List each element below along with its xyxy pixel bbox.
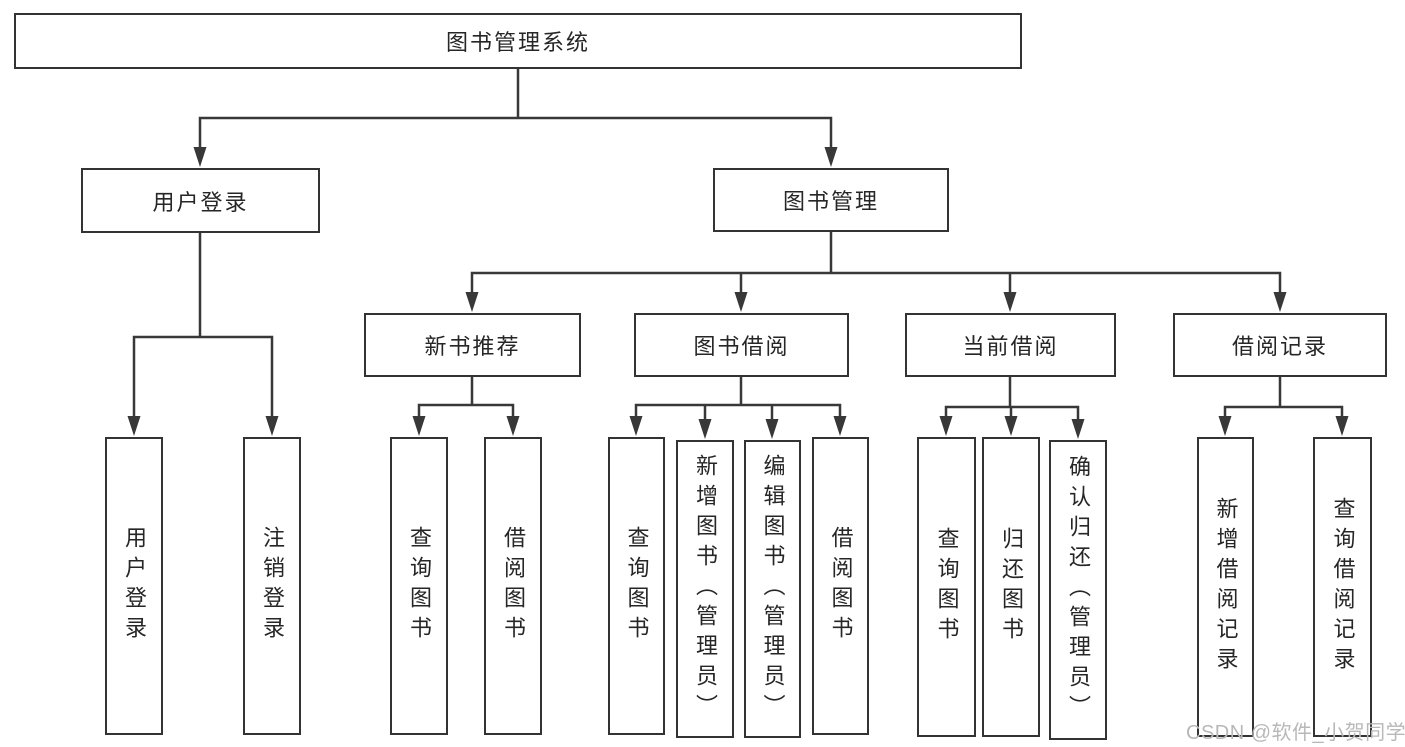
node-current-borrowing: 当前借阅 [905,313,1116,377]
node-user-login: 用户登录 [81,168,320,233]
leaf-bb-borrow-books: 借阅图书 [812,437,869,735]
leaf-nb-borrow-books: 借阅图书 [484,437,542,735]
leaf-cb-query-books: 查询图书 [917,437,976,737]
leaf-cb-confirm-return-admin: 确认归还（管理员） [1049,440,1107,740]
leaf-label: 借阅图书 [828,526,854,646]
leaf-label: 确认归还（管理员） [1066,455,1091,725]
connector-stems [132,67,1344,426]
leaf-label: 注销登录 [260,526,285,646]
leaf-bb-query-books: 查询图书 [608,437,665,735]
leaf-br-query-record: 查询借阅记录 [1313,437,1372,737]
leaf-label: 归还图书 [999,527,1024,647]
leaf-bb-edit-books-admin: 编辑图书（管理员） [744,440,801,738]
leaf-bb-add-books-admin: 新增图书（管理员） [676,440,734,738]
leaf-label: 查询图书 [407,526,432,646]
leaf-label: 新增图书（管理员） [693,454,718,724]
leaf-br-add-record: 新增借阅记录 [1197,437,1254,737]
node-new-book-recommend: 新书推荐 [364,313,581,377]
leaf-nb-query-books: 查询图书 [390,437,448,735]
watermark-csdn: CSDN @软件_小贺同学 [1186,722,1405,744]
leaf-label: 查询图书 [624,526,650,646]
leaf-label: 编辑图书（管理员） [760,454,786,724]
leaf-label: 借阅图书 [501,526,526,646]
leaf-label: 新增借阅记录 [1213,497,1239,677]
leaf-label: 用户登录 [122,526,147,646]
node-borrowing-records: 借阅记录 [1173,313,1387,377]
node-book-management: 图书管理 [713,168,949,232]
leaf-cb-return-books: 归还图书 [982,437,1040,737]
node-book-borrowing: 图书借阅 [634,313,849,377]
leaf-user-login: 用户登录 [105,437,163,735]
node-library-system: 图书管理系统 [14,13,1022,69]
leaf-label: 查询图书 [934,527,960,647]
leaf-logout-login: 注销登录 [243,437,301,735]
arrowheads [127,147,1349,439]
leaf-label: 查询借阅记录 [1330,497,1356,677]
